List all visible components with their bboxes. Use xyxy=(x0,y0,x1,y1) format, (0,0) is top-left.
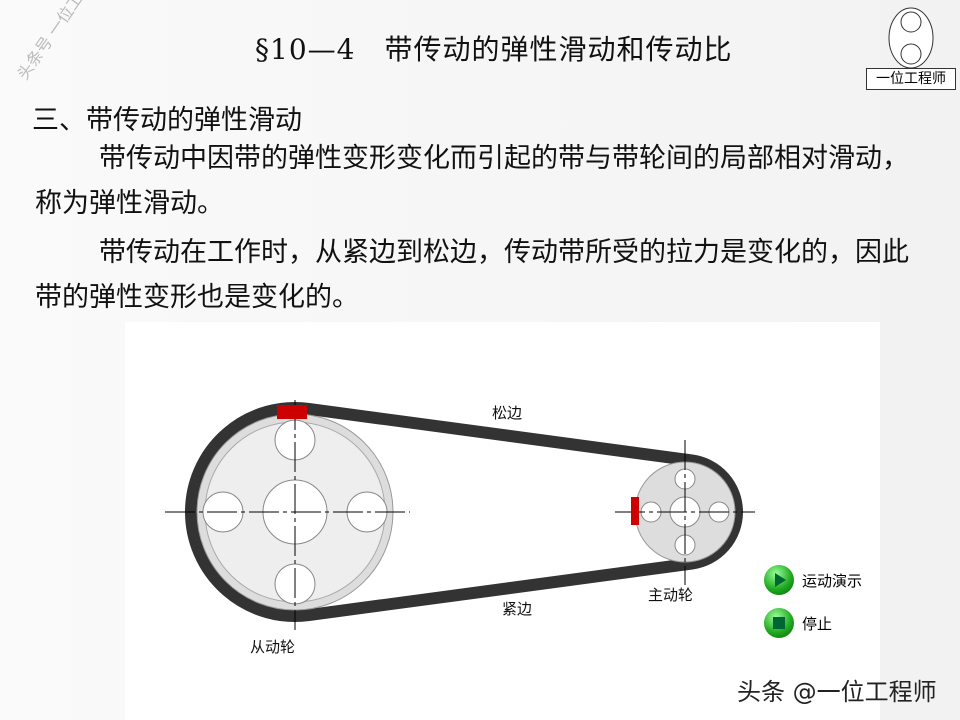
logo-icon xyxy=(888,7,934,69)
paragraph-1: 带传动中因带的弹性变形变化而引起的带与带轮间的局部相对滑动，称为弹性滑动。 xyxy=(35,143,909,219)
brand-watermark: 头条 @一位工程师 xyxy=(737,678,937,706)
driven-pulley-label: 从动轮 xyxy=(250,638,296,656)
slip-marker xyxy=(631,497,639,525)
play-label: 运动演示 xyxy=(802,571,863,590)
logo: 一位工程师 xyxy=(866,4,956,90)
stop-label: 停止 xyxy=(802,614,833,633)
slack-side-label: 松边 xyxy=(492,404,523,422)
slip-marker xyxy=(277,405,307,419)
belt-path xyxy=(185,402,743,622)
paragraph-2: 带传动在工作时，从紧边到松边，传动带所受的拉力是变化的，因此带的弹性变形也是变化… xyxy=(35,237,909,313)
page-title: §10—4 带传动的弹性滑动和传动比 xyxy=(255,33,733,66)
play-icon xyxy=(764,565,794,595)
tight-side-label: 紧边 xyxy=(502,600,533,618)
driver-pulley-label: 主动轮 xyxy=(648,586,694,604)
stop-icon xyxy=(764,608,794,638)
stop-button[interactable]: 停止 xyxy=(764,608,832,638)
belt xyxy=(185,402,743,622)
play-button[interactable]: 运动演示 xyxy=(764,565,862,595)
logo-text: 一位工程师 xyxy=(866,68,956,90)
section-heading: 三、带传动的弹性滑动 xyxy=(32,105,302,136)
